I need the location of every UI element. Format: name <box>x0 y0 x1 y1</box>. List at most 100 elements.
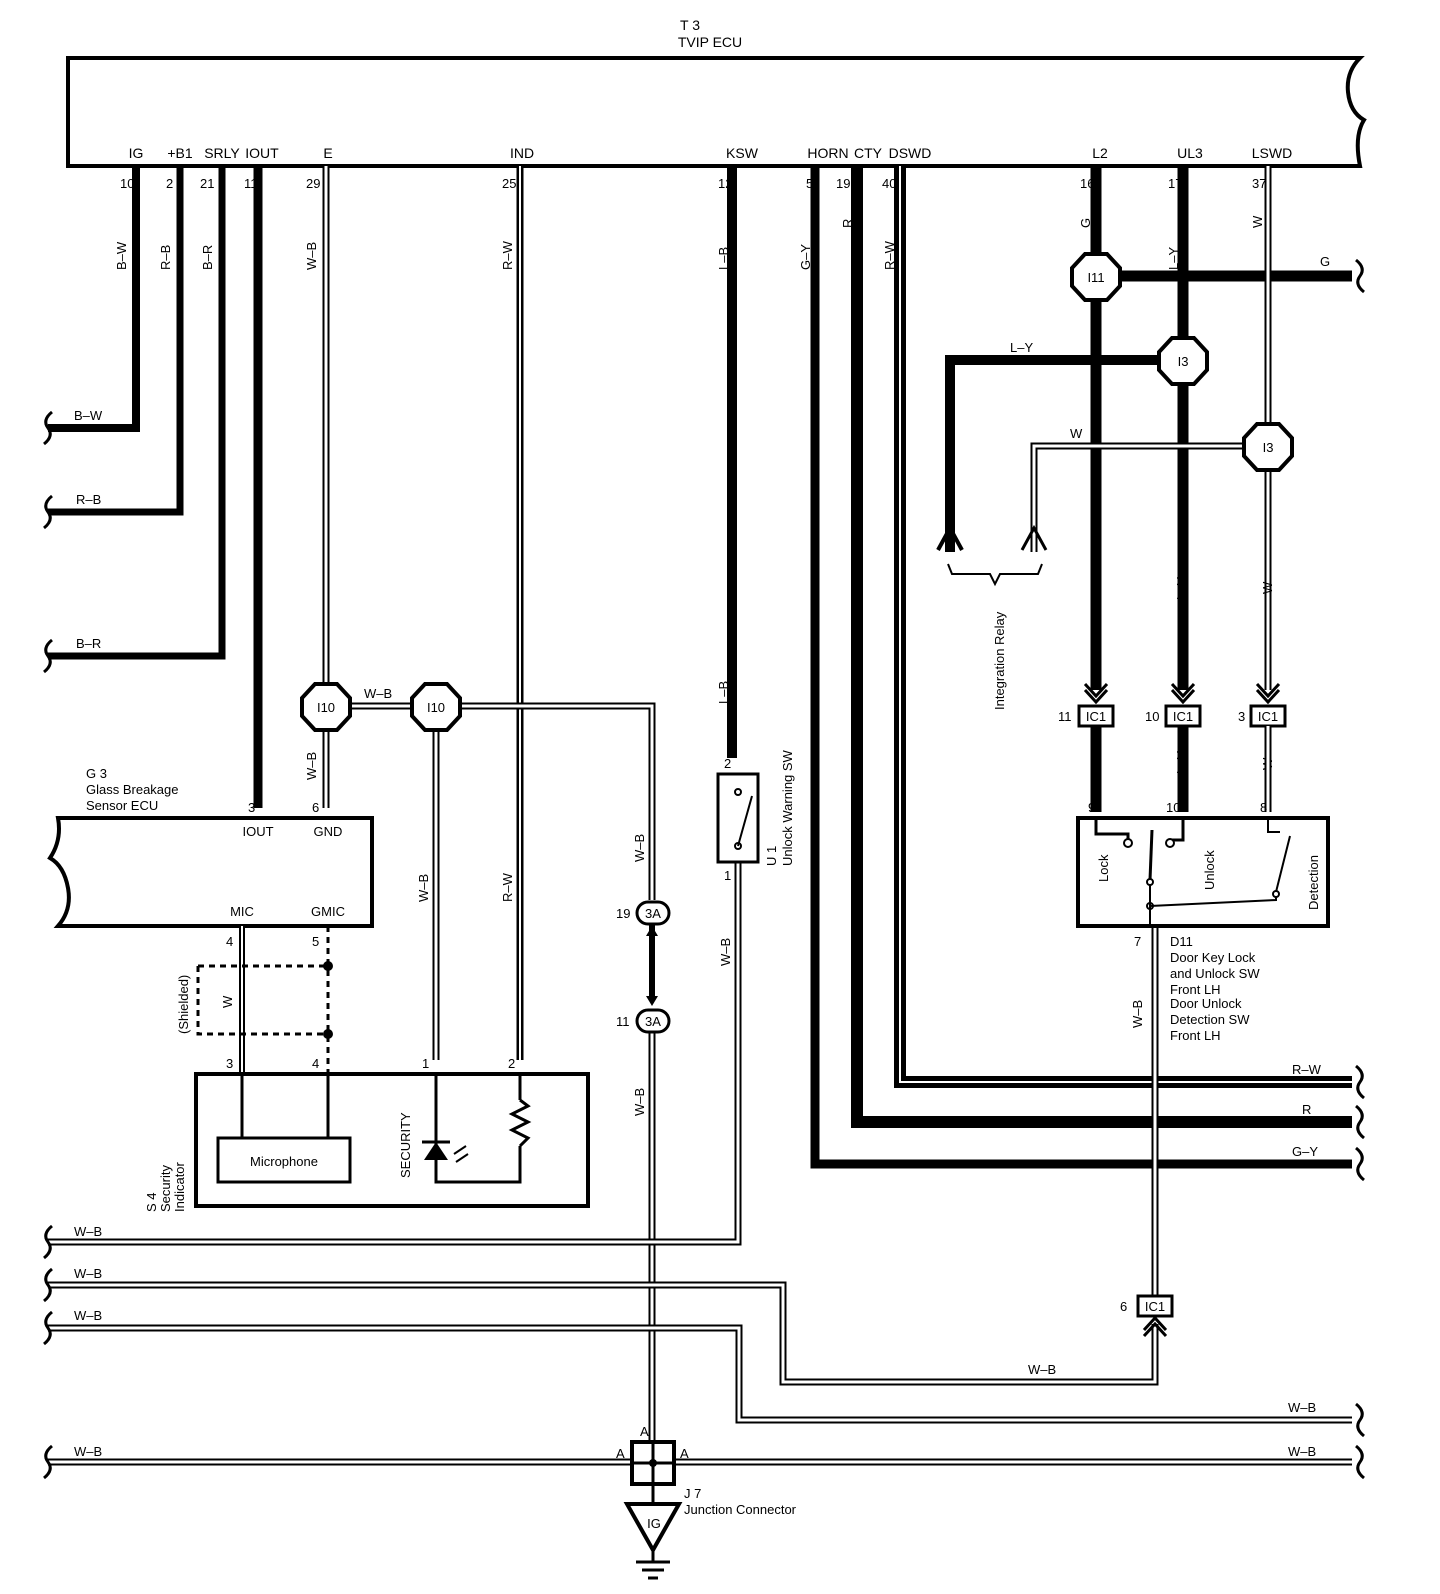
ecu-terminal-8: CTY <box>854 145 883 161</box>
connector-ic1-10: IC1 10 <box>1145 682 1202 728</box>
label-wb-right1: W–B <box>1288 1400 1316 1415</box>
connector-i3-upper-label: I3 <box>1178 354 1189 369</box>
shield-dot-2 <box>323 1029 333 1039</box>
relay-bracket <box>947 563 1043 587</box>
j7-pin-right: A <box>680 1446 689 1461</box>
label-wb-4: W–B <box>74 1444 102 1459</box>
ecu-wire-label-4: W–B <box>304 242 319 270</box>
mic-leads <box>240 1074 330 1138</box>
connector-ic1-10-label: IC1 <box>1173 709 1193 724</box>
ecu-terminal-11: UL3 <box>1177 145 1203 161</box>
ecu-id: T 3 <box>680 17 700 33</box>
connector-i10-right-label: I10 <box>427 700 445 715</box>
label-wb-1: W–B <box>74 1224 102 1239</box>
left-label-bw: B–W <box>74 408 103 423</box>
d11-detect-contact <box>1267 818 1291 893</box>
wire-wb-2 <box>48 1281 1159 1386</box>
security-name-2: Indicator <box>172 1161 187 1212</box>
wavy-ends-left <box>43 410 53 1480</box>
connector-3a-upper: 3A 19 <box>616 900 671 926</box>
label-wb-3a: W–B <box>632 834 647 862</box>
d11-unlock-contact <box>1172 818 1185 842</box>
wire-srly <box>48 166 226 660</box>
ecu-wire-label-0: B–W <box>114 241 129 270</box>
connector-i10-left: I10 <box>300 682 352 732</box>
d11-lock-contact <box>1094 818 1130 840</box>
security-led-label: SECURITY <box>398 1112 413 1178</box>
wire-ig <box>48 166 140 432</box>
ecu-pin-2: 21 <box>200 176 214 191</box>
right-label-gy: G–Y <box>1292 1144 1318 1159</box>
ground-triangle <box>623 1502 683 1555</box>
ecu-pin-4: 29 <box>306 176 320 191</box>
d11-line-6: Front LH <box>1170 1028 1221 1043</box>
left-label-rb: R–B <box>76 492 101 507</box>
ecu-wire-label-8: R <box>840 219 855 228</box>
label-ly-low: L–Y <box>1174 577 1189 600</box>
connector-i3-lower: I3 <box>1242 422 1294 472</box>
door-key-switch: 9 10 8 7 Lock Unlock Detection D11 Door … <box>1076 800 1330 1043</box>
d11-lock-label: Lock <box>1096 854 1111 882</box>
label-wb-glass: W–B <box>416 874 431 902</box>
glass-iout: IOUT <box>242 824 273 839</box>
j7-name: Junction Connector <box>684 1502 797 1517</box>
glass-id: G 3 <box>86 766 107 781</box>
ecu-terminal-4: E <box>323 145 332 161</box>
ecu-terminal-10: L2 <box>1092 145 1108 161</box>
ecu-pin-12: 37 <box>1252 176 1266 191</box>
junction-connector: A A A J 7 Junction Connector IG <box>616 1424 797 1580</box>
security-pin-4: 4 <box>312 1056 319 1071</box>
label-wb-d11: W–B <box>1130 1000 1145 1028</box>
u1-pin-bottom: 1 <box>724 868 731 883</box>
d11-lever <box>1148 829 1154 881</box>
wire-b1 <box>48 166 184 516</box>
wavy-ends-right <box>1355 258 1365 1480</box>
security-pin-2: 2 <box>508 1056 515 1071</box>
arrow-3a-up <box>646 926 658 936</box>
label-wb-2: W–B <box>74 1266 102 1281</box>
u1-id: U 1 <box>764 846 779 866</box>
wire-wb-3-inner <box>48 1326 1352 1422</box>
d11-detection-label: Detection <box>1306 855 1321 910</box>
wire-w-relay-inner <box>1032 444 1268 552</box>
ecu-pin-0: 10 <box>120 176 134 191</box>
connector-i3-upper: I3 <box>1157 336 1209 386</box>
d11-line-4: Door Unlock <box>1170 996 1242 1011</box>
microphone-label: Microphone <box>250 1154 318 1169</box>
glass-breakage-sensor: G 3 Glass Breakage Sensor ECU IOUT GND M… <box>47 766 374 949</box>
wire-w-relay <box>1030 442 1268 552</box>
connector-i3-lower-label: I3 <box>1263 440 1274 455</box>
ecu-wire-label-1: R–B <box>158 245 173 270</box>
label-wb-i10: W–B <box>364 686 392 701</box>
arrow-3a-down <box>646 996 658 1006</box>
d11-line-2: and Unlock SW <box>1170 966 1260 981</box>
led-rays <box>453 1145 469 1163</box>
pin-3a-11: 11 <box>616 1014 630 1029</box>
connector-ic1-11: IC1 11 <box>1058 682 1115 728</box>
label-w-low: W <box>1260 581 1275 594</box>
d11-line-3: Front LH <box>1170 982 1221 997</box>
relay-arrow-right <box>1020 524 1048 551</box>
ecu-pin-1: 2 <box>166 176 173 191</box>
ecu-wire-label-7: G–Y <box>798 244 813 270</box>
wire-cty <box>851 166 1352 1128</box>
security-id: S 4 <box>144 1192 159 1212</box>
d11-pin-7: 7 <box>1134 934 1141 949</box>
left-label-br: B–R <box>76 636 101 651</box>
unlock-warning-switch: 2 1 U 1 Unlock Warning SW <box>716 749 795 883</box>
j7-id: J 7 <box>684 1486 701 1501</box>
glass-mic: MIC <box>230 904 254 919</box>
connector-3a-upper-label: 3A <box>645 906 661 921</box>
label-wb-3a-low: W–B <box>632 1088 647 1116</box>
label-wb-right2: W–B <box>1288 1444 1316 1459</box>
glass-name-1: Glass Breakage <box>86 782 179 797</box>
d11-unlock-label: Unlock <box>1202 850 1217 890</box>
ecu-wire-label-11: L–Y <box>1166 247 1181 270</box>
ecu-wire-label-5: R–W <box>500 240 515 270</box>
pin-ic1-3: 3 <box>1238 709 1245 724</box>
pin-ic1-6: 6 <box>1120 1299 1127 1314</box>
ecu-terminal-6: KSW <box>726 145 759 161</box>
wire-i10-link-inner <box>326 704 654 900</box>
label-g-low: G <box>1088 584 1103 594</box>
